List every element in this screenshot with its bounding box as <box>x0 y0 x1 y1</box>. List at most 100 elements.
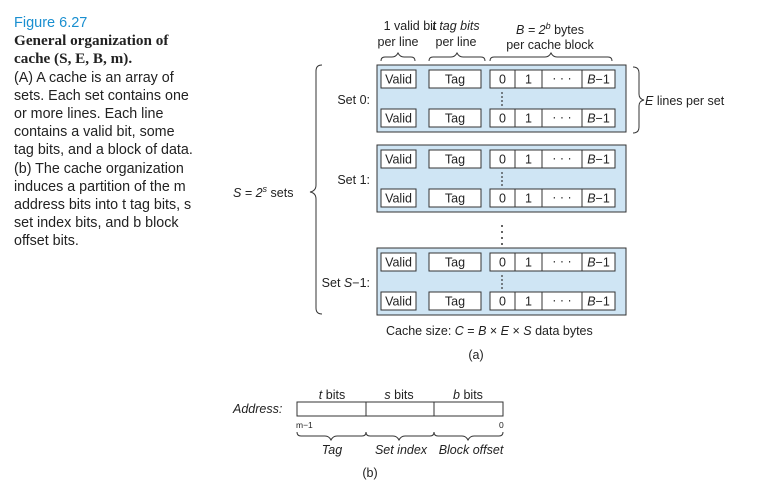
valid-cell-label: Valid <box>385 153 412 167</box>
block-byte-last: B−1 <box>587 153 610 167</box>
tag-cell <box>428 149 482 169</box>
set-index-field <box>365 401 435 417</box>
cache-line: Valid Tag 0 1 · · · B−1 <box>380 69 616 89</box>
tag-cell-label: Tag <box>445 192 465 206</box>
field-name-set-index: Set index <box>375 443 428 457</box>
num-sets-exp: s <box>263 184 268 194</box>
block-dots: · · · <box>552 152 571 166</box>
header-braces <box>380 51 613 62</box>
block-byte-last: B−1 <box>587 73 610 87</box>
block-dots: · · · <box>552 111 571 125</box>
valid-cell <box>380 188 417 208</box>
block-byte-1: 1 <box>525 153 532 167</box>
lines-per-set-rest: lines per set <box>653 94 724 108</box>
header-block-line1: B = 2b bytes <box>516 21 584 37</box>
block-offset-field <box>433 401 504 417</box>
header-block-bytes: bytes <box>551 23 584 37</box>
figure-caption: Figure 6.27 General organization of cach… <box>14 14 194 251</box>
num-sets-s: S = 2 <box>233 186 263 200</box>
block-cell <box>489 291 616 311</box>
tag-cell <box>428 69 482 89</box>
valid-cell <box>380 149 417 169</box>
part-b-label: (b) <box>362 466 377 480</box>
tag-cell <box>428 252 482 272</box>
field-name-block-offset: Block offset <box>439 443 504 457</box>
lsb-label: 0 <box>499 420 504 430</box>
header-block-line2: per cache block <box>506 38 594 52</box>
block-dots: · · · <box>552 72 571 86</box>
part-a-label: (a) <box>468 348 483 362</box>
cache-size-label: Cache size: C = B × E × S data bytes <box>386 324 593 338</box>
valid-cell-label: Valid <box>385 256 412 270</box>
tag-cell-label: Tag <box>445 153 465 167</box>
lines-brace <box>632 66 645 134</box>
valid-brace <box>380 51 416 62</box>
address-fields <box>296 401 504 417</box>
tag-cell-label: Tag <box>445 112 465 126</box>
tag-cell <box>428 291 482 311</box>
field-name-tag: Tag <box>322 443 342 457</box>
set-label: Set 1: <box>337 173 370 187</box>
field-s-bits: s bits <box>384 388 413 402</box>
block-byte-1: 1 <box>525 256 532 270</box>
block-byte-0: 0 <box>499 73 506 87</box>
line-dots <box>501 275 503 289</box>
num-sets-label: S = 2s sets <box>233 184 293 200</box>
header-block-b: B = 2 <box>516 23 546 37</box>
block-byte-last: B−1 <box>587 192 610 206</box>
block-cell <box>489 252 616 272</box>
block-dots: · · · <box>552 255 571 269</box>
block-byte-1: 1 <box>525 192 532 206</box>
block-byte-1: 1 <box>525 73 532 87</box>
valid-cell <box>380 108 417 128</box>
offset-field-brace <box>433 431 504 442</box>
msb-label: m−1 <box>296 420 313 430</box>
field-t-bits: t bits <box>319 388 345 402</box>
header-tag: t tag bits per line <box>432 19 479 49</box>
lines-per-set-e: E <box>645 94 654 108</box>
valid-cell-label: Valid <box>385 73 412 87</box>
tag-field <box>296 401 367 417</box>
cache-line: Valid Tag 0 1 · · · B−1 <box>380 252 616 272</box>
header-block: B = 2b bytes per cache block <box>506 21 594 52</box>
block-byte-0: 0 <box>499 153 506 167</box>
block-byte-0: 0 <box>499 256 506 270</box>
block-cell <box>489 69 616 89</box>
line-dots <box>501 172 503 186</box>
valid-cell-label: Valid <box>385 112 412 126</box>
figure-description: (A) A cache is an array of sets. Each se… <box>14 69 193 250</box>
figure-number: Figure 6.27 <box>14 15 88 31</box>
sets-brace <box>309 64 323 315</box>
header-tag-line2: per line <box>436 35 477 49</box>
block-dots: · · · <box>552 294 571 308</box>
tag-field-brace <box>296 431 367 442</box>
block-dots: · · · <box>552 191 571 205</box>
cache-size-prefix: Cache size: <box>386 324 455 338</box>
num-sets-word: sets <box>267 186 293 200</box>
valid-cell <box>380 291 417 311</box>
set-field-brace <box>365 431 435 442</box>
set-label: Set S−1: <box>322 276 370 290</box>
tag-cell-label: Tag <box>445 73 465 87</box>
block-brace <box>489 51 613 62</box>
block-byte-1: 1 <box>525 295 532 309</box>
block-byte-0: 0 <box>499 295 506 309</box>
block-byte-last: B−1 <box>587 256 610 270</box>
line-dots <box>501 92 503 106</box>
header-valid: 1 valid bit per line <box>378 19 437 49</box>
valid-cell <box>380 69 417 89</box>
block-cell <box>489 188 616 208</box>
between-sets-dots <box>501 225 503 245</box>
tag-cell <box>428 108 482 128</box>
block-cell <box>489 108 616 128</box>
lines-per-set-label: E lines per set <box>645 94 725 108</box>
field-braces <box>296 431 504 442</box>
tag-cell-label: Tag <box>445 256 465 270</box>
